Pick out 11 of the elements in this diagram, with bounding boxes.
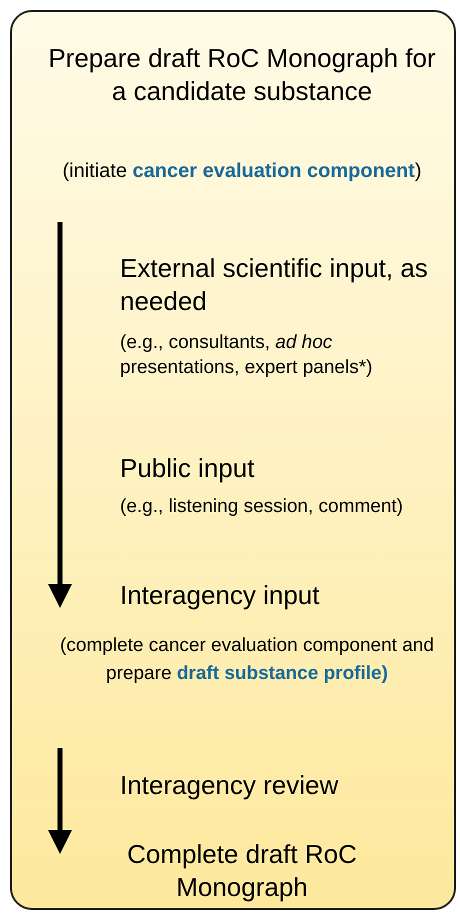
heading-text: Prepare draft RoC Monograph for a candidate substance: [47, 42, 437, 108]
heading-text: Complete draft RoC Monograph: [126, 838, 358, 904]
step-text: External scientific input, as needed: [120, 252, 429, 318]
process-box: [10, 10, 456, 910]
note-text: (initiate cancer evaluation component): [62, 159, 422, 184]
step-text: Interagency review: [120, 769, 340, 802]
note-text: (complete cancer evaluation component and prepare draft substance profile): [59, 634, 435, 686]
note-text: (e.g., listening session, comment): [120, 495, 404, 519]
note-text: (e.g., consultants, ad hoc presentations, expert panels*): [120, 331, 374, 380]
step-text: Public input: [120, 452, 256, 485]
step-text: Interagency input: [120, 579, 320, 612]
